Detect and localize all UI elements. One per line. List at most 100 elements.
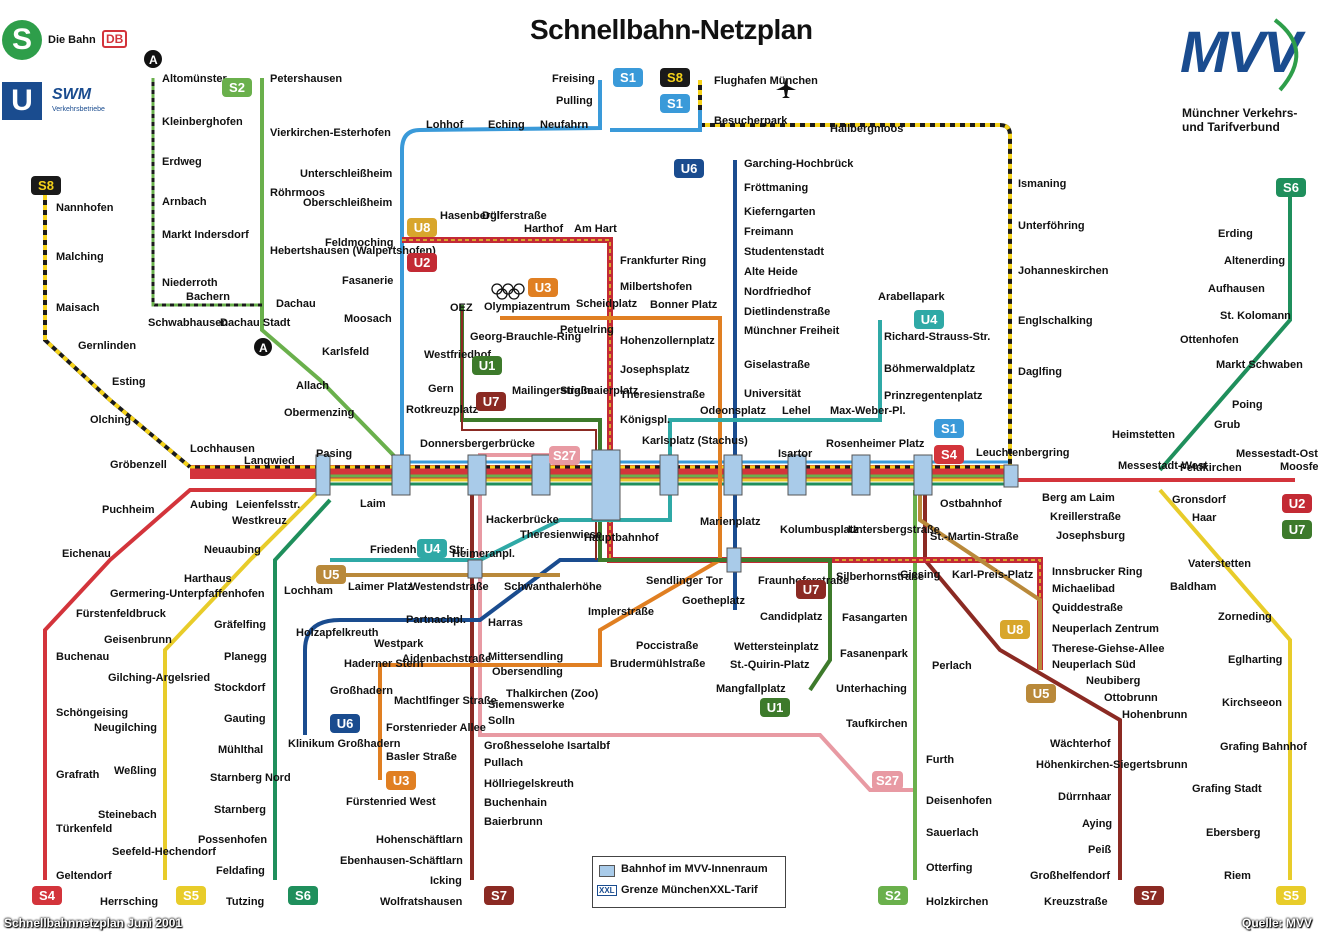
station-label: Therese-Giehse-Allee bbox=[1052, 643, 1165, 655]
station-label: Höllriegelskreuth bbox=[484, 778, 574, 790]
station-label: Fasanerie bbox=[342, 275, 393, 287]
station-label: Dietlindenstraße bbox=[744, 306, 830, 318]
station-label: Wächterhof bbox=[1050, 738, 1111, 750]
station-label: Unterhaching bbox=[836, 683, 907, 695]
a-marker-icon bbox=[254, 338, 272, 356]
station-label: Berg am Laim bbox=[1042, 492, 1115, 504]
station-label: Geisenbrunn bbox=[104, 634, 172, 646]
sbahn-logo-icon: S bbox=[2, 20, 42, 60]
line-badge-s1: S1 bbox=[934, 419, 964, 438]
station-label: Olching bbox=[90, 414, 131, 426]
station-label: Frankfurter Ring bbox=[620, 255, 706, 267]
station-label: Böhmerwaldplatz bbox=[884, 363, 976, 375]
station-label: Ebenhausen-Schäftlarn bbox=[340, 855, 463, 867]
line-badge-u1: U1 bbox=[472, 356, 502, 375]
station-label: Harthaus bbox=[184, 573, 232, 585]
station-label: Malching bbox=[56, 251, 104, 263]
line-badge-s5: S5 bbox=[176, 886, 206, 905]
station-label: Unterschleißheim bbox=[300, 168, 393, 180]
station-label: Olympiazentrum bbox=[484, 301, 570, 313]
station-label: Taufkirchen bbox=[846, 718, 908, 730]
station-label: Poing bbox=[1232, 399, 1263, 411]
station-label: Candidplatz bbox=[760, 611, 823, 623]
mvv-name-line1: Münchner Verkehrs- bbox=[1182, 106, 1298, 120]
line-badge-u7: U7 bbox=[476, 392, 506, 411]
station-label: Schwanthalerhöhe bbox=[504, 581, 602, 593]
station-label: Petuelring bbox=[560, 324, 614, 336]
station-label: Icking bbox=[430, 875, 462, 887]
station-label: Isartor bbox=[778, 448, 813, 460]
station-label: Pulling bbox=[556, 95, 593, 107]
station-label: Scheidplatz bbox=[576, 298, 638, 310]
station-label: Possenhofen bbox=[198, 834, 267, 846]
line-u3 bbox=[378, 316, 722, 780]
station-label: Langwied bbox=[244, 455, 295, 467]
station-label: Kolumbusplatz bbox=[780, 524, 859, 536]
station-label: Großhelfendorf bbox=[1030, 870, 1110, 882]
line-s27 bbox=[478, 453, 915, 792]
station-label: Studentenstadt bbox=[744, 246, 824, 258]
station-label: Rotkreuzplatz bbox=[406, 404, 479, 416]
station-label: Laim bbox=[360, 498, 386, 510]
mvv-logo: MVV bbox=[1180, 10, 1302, 96]
station-label: Heimeranpl. bbox=[452, 548, 515, 560]
svg-text:A: A bbox=[259, 341, 268, 355]
station-label: Ostbahnhof bbox=[940, 498, 1002, 510]
station-label: Tutzing bbox=[226, 896, 264, 908]
line-badge-s2: S2 bbox=[878, 886, 908, 905]
mvv-swoosh-icon bbox=[1273, 18, 1299, 92]
station-label: Partnachpl. bbox=[406, 614, 466, 626]
station-label: Mailingerstraße bbox=[512, 385, 593, 397]
station-label: Neuperlach Süd bbox=[1052, 659, 1136, 671]
station-label: Englschalking bbox=[1018, 315, 1093, 327]
station-label: Westendstraße bbox=[410, 581, 489, 593]
station-label: Puchheim bbox=[102, 504, 155, 516]
station-label: Mangfallplatz bbox=[716, 683, 786, 695]
line-badge-s2: S2 bbox=[222, 78, 252, 97]
station-label: Kreillerstraße bbox=[1050, 511, 1121, 523]
station-label: Hohenschäftlarn bbox=[376, 834, 463, 846]
station-label: Dülferstraße bbox=[482, 210, 547, 222]
station-label: Starnberg Nord bbox=[210, 772, 291, 784]
station-label: Dachau Stadt bbox=[220, 317, 291, 329]
station-label: Riem bbox=[1224, 870, 1251, 882]
station-label: Aidenbachstraße bbox=[402, 653, 491, 665]
station-label: Giesing bbox=[900, 569, 940, 581]
station-label: Josephsplatz bbox=[620, 364, 690, 376]
station-label: Eglharting bbox=[1228, 654, 1282, 666]
station-label: Haderner Stern bbox=[344, 658, 424, 670]
station-label: Neugilching bbox=[94, 722, 157, 734]
station-label: Peiß bbox=[1088, 844, 1112, 856]
station-label: Erdweg bbox=[162, 156, 202, 168]
station-label: Machtlfinger Straße bbox=[394, 695, 497, 707]
station-label: Max-Weber-Pl. bbox=[830, 405, 906, 417]
inner-area-stations bbox=[315, 449, 1019, 579]
station-label: Aying bbox=[1082, 818, 1112, 830]
station-label: Fasanenpark bbox=[840, 648, 909, 660]
station-label: Hebertshausen (Walpertshofen) bbox=[270, 245, 436, 257]
station-label: Westpark bbox=[374, 638, 424, 650]
station-label: Karl-Preis-Platz bbox=[952, 569, 1034, 581]
station-label: Haar bbox=[1192, 512, 1217, 524]
line-badge-u6: U6 bbox=[674, 159, 704, 178]
station-label: Baldham bbox=[1170, 581, 1217, 593]
line-badge-u8: U8 bbox=[407, 218, 437, 237]
line-badge-u2: U2 bbox=[1282, 494, 1312, 513]
station-label: Kieferngarten bbox=[744, 206, 816, 218]
station-label: Giselastraße bbox=[744, 359, 810, 371]
station-label: Dürrnhaar bbox=[1058, 791, 1112, 803]
station-label: Lehel bbox=[782, 405, 811, 417]
line-badge-u4: U4 bbox=[417, 539, 447, 558]
legend-item-inner-area: Bahnhof im MVV-Innenraum bbox=[621, 863, 768, 875]
station-label: Georg-Brauchle-Ring bbox=[470, 331, 581, 343]
station-label: Esting bbox=[112, 376, 146, 388]
station-label: St.-Quirin-Platz bbox=[730, 659, 810, 671]
station-label: Messestadt-Ost bbox=[1236, 448, 1318, 460]
station-label: Unterföhring bbox=[1018, 220, 1085, 232]
station-label: Schwabhausen bbox=[148, 317, 228, 329]
station-label: Gilching-Argelsried bbox=[108, 672, 210, 684]
swm-logo: SWM bbox=[52, 86, 92, 103]
station-labels: Freising Pulling Flughafen München Besuc… bbox=[56, 73, 1318, 908]
station-label: Obersendling bbox=[492, 666, 563, 678]
line-badge-s6: S6 bbox=[288, 886, 318, 905]
